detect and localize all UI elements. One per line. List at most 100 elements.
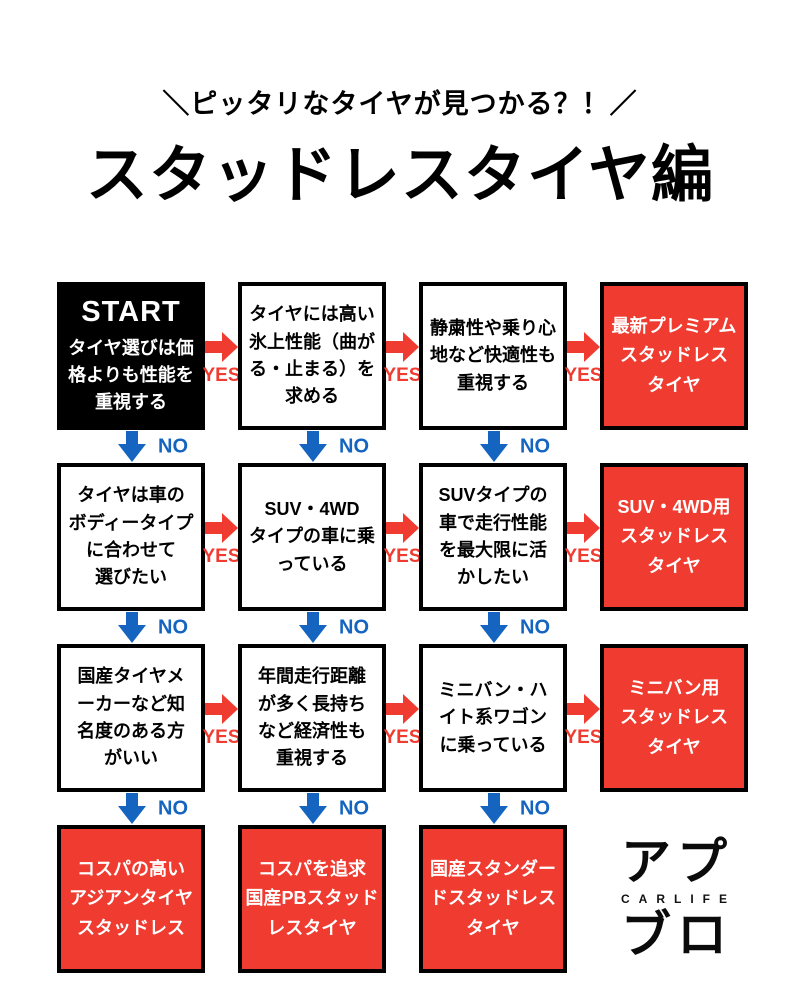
question-box: 静粛性や乗り心 地など快適性も 重視する (419, 282, 567, 430)
yes-label: YES (383, 546, 422, 567)
cell-r3c1: 国産タイヤメ ーカーなど知 名度のある方 がいい YES NO (57, 644, 241, 824)
result-box-text: 国産スタンダー ドスタッドレス タイヤ (430, 859, 556, 938)
yes-label: YES (202, 727, 241, 748)
cell-r4c2: コスパを追求 国産PBスタッド レスタイヤ (238, 825, 386, 973)
no-label: NO (158, 616, 188, 638)
no-label: NO (339, 797, 369, 819)
question-box-text: SUVタイプの 車で走行性能 を最大限に活 かしたい (438, 485, 548, 588)
cell-r1c3: 静粛性や乗り心 地など快適性も 重視する YES NO (419, 282, 603, 462)
result-box: 国産スタンダー ドスタッドレス タイヤ (419, 825, 567, 973)
subtitle: ＼ピッタリなタイヤが見つかる？！／ (162, 89, 638, 119)
start-box-text: タイヤ選びは価 格よりも性能を 重視する (68, 338, 194, 412)
start-box: START タイヤ選びは価 格よりも性能を 重視する (57, 282, 205, 430)
result-box: ミニバン用 スタッドレス タイヤ (600, 644, 748, 792)
question-box-text: タイヤは車の ボディータイプ に合わせて 選びたい (68, 485, 194, 588)
question-box: 国産タイヤメ ーカーなど知 名度のある方 がいい (57, 644, 205, 792)
yes-arrow-icon (386, 332, 419, 362)
no-label: NO (520, 616, 550, 638)
no-arrow-icon (299, 431, 327, 462)
question-box: SUV・4WD タイプの車に乗 っている (238, 463, 386, 611)
flowchart: START タイヤ選びは価 格よりも性能を 重視する YES NO タイヤには高… (57, 282, 748, 973)
no-arrow-icon (480, 793, 508, 824)
no-arrow-icon (118, 431, 146, 462)
yes-label: YES (202, 365, 241, 386)
result-box-text: コスパを追求 国産PBスタッド レスタイヤ (245, 859, 379, 938)
cell-r1c2: タイヤには高い 氷上性能（曲が る・止まる）を 求める YES NO (238, 282, 422, 462)
cell-r3c3: ミニバン・ハ イト系ワゴン に乗っている YES NO (419, 644, 603, 824)
yes-arrow-icon (567, 694, 600, 724)
result-box-text: 最新プレミアム スタッドレス タイヤ (611, 316, 737, 395)
question-box-text: 国産タイヤメ ーカーなど知 名度のある方 がいい (77, 666, 185, 769)
no-label: NO (339, 435, 369, 457)
yes-arrow-icon (205, 332, 238, 362)
cell-r4c4: アプ CARLIFE ブロ (600, 825, 748, 973)
no-arrow-icon (118, 612, 146, 643)
yes-connector: YES (383, 644, 422, 792)
result-box: コスパの高い アジアンタイヤ スタッドレス (57, 825, 205, 973)
no-connector: NO (57, 430, 205, 463)
no-connector: NO (57, 792, 205, 825)
yes-label: YES (383, 365, 422, 386)
no-connector: NO (238, 792, 386, 825)
no-connector: NO (419, 611, 567, 644)
yes-arrow-icon (386, 694, 419, 724)
cell-r2c4: SUV・4WD用 スタッドレス タイヤ (600, 463, 748, 611)
result-box-text: ミニバン用 スタッドレス タイヤ (620, 678, 728, 757)
question-box: 年間走行距離 が多く長持ち など経済性も 重視する (238, 644, 386, 792)
no-connector: NO (419, 430, 567, 463)
cell-r1c4: 最新プレミアム スタッドレス タイヤ (600, 282, 748, 430)
question-box: SUVタイプの 車で走行性能 を最大限に活 かしたい (419, 463, 567, 611)
no-arrow-icon (299, 793, 327, 824)
cell-r4c1: コスパの高い アジアンタイヤ スタッドレス (57, 825, 205, 973)
cell-r3c2: 年間走行距離 が多く長持ち など経済性も 重視する YES NO (238, 644, 422, 824)
result-box-text: SUV・4WD用 スタッドレス タイヤ (617, 497, 731, 576)
logo-bottom-text: ブロ (621, 907, 733, 963)
yes-arrow-icon (567, 513, 600, 543)
no-label: NO (520, 797, 550, 819)
yes-arrow-icon (205, 513, 238, 543)
page-title: スタッドレスタイヤ編 (85, 141, 715, 210)
result-box: コスパを追求 国産PBスタッド レスタイヤ (238, 825, 386, 973)
yes-connector: YES (383, 463, 422, 611)
yes-arrow-icon (386, 513, 419, 543)
no-connector: NO (419, 792, 567, 825)
question-box: タイヤには高い 氷上性能（曲が る・止まる）を 求める (238, 282, 386, 430)
yes-arrow-icon (205, 694, 238, 724)
cell-r4c3: 国産スタンダー ドスタッドレス タイヤ (419, 825, 567, 973)
result-box-text: コスパの高い アジアンタイヤ スタッドレス (68, 859, 194, 938)
start-label: START (81, 296, 181, 328)
cell-r3c4: ミニバン用 スタッドレス タイヤ (600, 644, 748, 792)
logo-carlife-text: CARLIFE (621, 892, 736, 906)
yes-arrow-icon (567, 332, 600, 362)
no-arrow-icon (480, 612, 508, 643)
yes-connector: YES (564, 644, 603, 792)
question-box-text: ミニバン・ハ イト系ワゴン に乗っている (438, 679, 548, 755)
question-box-text: 静粛性や乗り心 地など快適性も 重視する (430, 317, 556, 393)
question-box-text: タイヤには高い 氷上性能（曲が る・止まる）を 求める (249, 304, 375, 407)
no-connector: NO (57, 611, 205, 644)
yes-connector: YES (564, 463, 603, 611)
no-label: NO (339, 616, 369, 638)
no-connector: NO (238, 430, 386, 463)
cell-r1c1: START タイヤ選びは価 格よりも性能を 重視する YES NO (57, 282, 241, 462)
no-connector: NO (238, 611, 386, 644)
no-label: NO (158, 435, 188, 457)
yes-connector: YES (202, 463, 241, 611)
no-label: NO (158, 797, 188, 819)
no-arrow-icon (480, 431, 508, 462)
yes-label: YES (564, 727, 603, 748)
carlife-logo: アプ CARLIFE ブロ (600, 825, 748, 973)
no-arrow-icon (299, 612, 327, 643)
question-box-text: SUV・4WD タイプの車に乗 っている (249, 498, 375, 574)
question-box-text: 年間走行距離 が多く長持ち など経済性も 重視する (258, 666, 366, 769)
yes-label: YES (564, 546, 603, 567)
no-arrow-icon (118, 793, 146, 824)
yes-label: YES (383, 727, 422, 748)
cell-r2c1: タイヤは車の ボディータイプ に合わせて 選びたい YES NO (57, 463, 241, 643)
yes-connector: YES (202, 282, 241, 430)
logo-top-text: アプ (621, 834, 733, 890)
yes-connector: YES (383, 282, 422, 430)
result-box: 最新プレミアム スタッドレス タイヤ (600, 282, 748, 430)
yes-connector: YES (202, 644, 241, 792)
